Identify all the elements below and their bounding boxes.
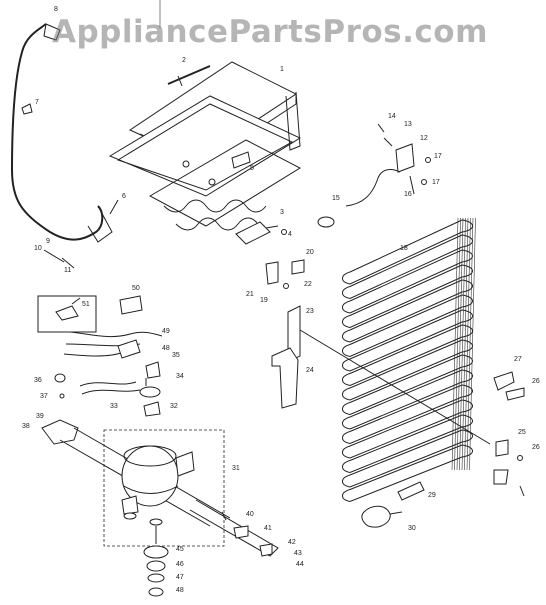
callout-c26a: 26 xyxy=(532,378,540,385)
callout-c29: 29 xyxy=(428,492,436,499)
evaporator-assembly xyxy=(108,61,302,231)
callout-c14: 14 xyxy=(388,113,396,120)
callout-c23: 23 xyxy=(306,308,314,315)
screw-icon xyxy=(59,393,65,399)
callout-labels: 1234567891011121314151617171819202122232… xyxy=(22,6,540,594)
callout-c51: 51 xyxy=(82,301,90,308)
callout-c13: 13 xyxy=(404,121,412,128)
callout-c44: 44 xyxy=(296,561,304,568)
drier-parts xyxy=(361,481,425,528)
compressor-assembly xyxy=(41,419,279,597)
screw-icon xyxy=(425,157,431,163)
callout-c41: 41 xyxy=(264,525,272,532)
drier-rod xyxy=(167,65,211,87)
screw-icon xyxy=(283,283,289,289)
watermark: AppliancePartsPros.com xyxy=(52,14,488,50)
callout-c19: 19 xyxy=(260,297,268,304)
callout-c4: 4 xyxy=(288,231,292,238)
callout-c11: 11 xyxy=(64,267,71,274)
condenser-mount xyxy=(271,305,491,445)
screw-icon xyxy=(421,179,427,185)
callout-c33: 33 xyxy=(110,403,118,410)
callout-c48a: 48 xyxy=(176,587,184,594)
callout-c39: 39 xyxy=(36,413,44,420)
capillary-tube xyxy=(10,23,119,269)
callout-c6: 6 xyxy=(122,193,126,200)
callout-c18: 18 xyxy=(400,245,408,252)
condenser-coil xyxy=(342,217,476,503)
callout-c21: 21 xyxy=(246,291,254,298)
coil-clips xyxy=(493,371,525,497)
callout-c47: 47 xyxy=(176,574,184,581)
callout-c50: 50 xyxy=(132,285,140,292)
callout-c1: 1 xyxy=(280,66,284,73)
callout-c16: 16 xyxy=(404,191,412,198)
callout-c48b: 48 xyxy=(162,345,170,352)
callout-c8: 8 xyxy=(54,6,58,13)
callout-c31: 31 xyxy=(232,465,240,472)
callout-c15: 15 xyxy=(332,195,340,202)
callout-c25: 25 xyxy=(518,429,526,436)
callout-c32: 32 xyxy=(170,403,178,410)
callout-c43: 43 xyxy=(294,550,302,557)
callout-c10: 10 xyxy=(34,245,42,252)
callout-c49: 49 xyxy=(162,328,170,335)
overload-50 xyxy=(119,295,143,315)
callout-c17a: 17 xyxy=(434,153,442,160)
callout-c30: 30 xyxy=(408,525,416,532)
relay-parts xyxy=(54,361,161,417)
callout-c40: 40 xyxy=(246,511,254,518)
callout-c12: 12 xyxy=(420,135,428,142)
defrost-control-parts xyxy=(317,123,431,228)
callout-c34: 34 xyxy=(176,373,184,380)
callout-c35: 35 xyxy=(172,352,180,359)
condenser-brackets xyxy=(265,259,305,289)
screw-icon xyxy=(182,160,190,168)
callout-c24: 24 xyxy=(306,367,314,374)
callout-c3: 3 xyxy=(280,209,284,216)
callout-c37: 37 xyxy=(40,393,48,400)
callout-c46: 46 xyxy=(176,561,184,568)
screw-icon xyxy=(281,229,287,235)
callout-c9: 9 xyxy=(46,238,50,245)
wiring-harness xyxy=(63,331,163,359)
callout-c22: 22 xyxy=(304,281,312,288)
callout-c26b: 26 xyxy=(532,444,540,451)
callout-c45: 45 xyxy=(176,546,184,553)
callout-c36: 36 xyxy=(34,377,42,384)
screw-icon xyxy=(208,178,216,186)
callout-c5: 5 xyxy=(250,165,254,172)
callout-c2: 2 xyxy=(182,57,186,64)
callout-c38: 38 xyxy=(22,423,30,430)
coil-tubing xyxy=(342,219,473,503)
callout-c42: 42 xyxy=(288,539,296,546)
inset-box xyxy=(37,295,97,333)
screw-icon xyxy=(517,455,523,461)
callout-c17b: 17 xyxy=(432,179,440,186)
bracket-3 xyxy=(235,221,287,245)
clip-part xyxy=(231,151,251,169)
callout-c20: 20 xyxy=(306,249,314,256)
coil-wire-fins xyxy=(451,217,476,471)
callout-c27: 27 xyxy=(514,356,522,363)
callout-c7: 7 xyxy=(35,99,39,106)
